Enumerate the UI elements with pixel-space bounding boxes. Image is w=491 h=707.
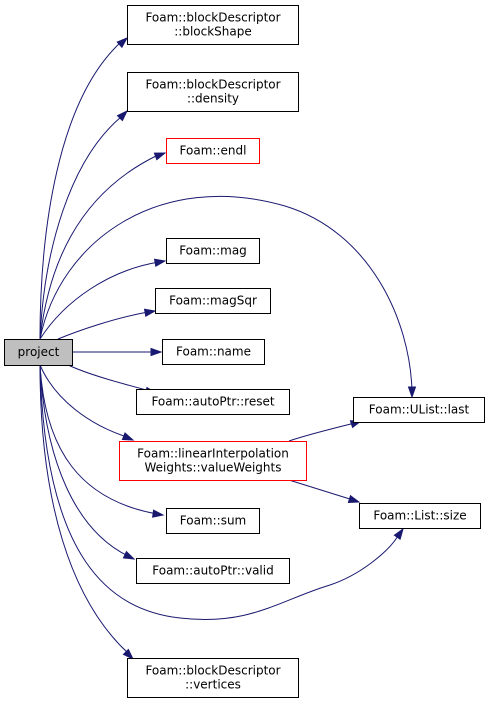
node-label: Foam::blockDescriptor xyxy=(145,78,280,92)
arrowhead-icon xyxy=(407,386,417,399)
arrowhead-icon xyxy=(347,494,361,503)
node-endl[interactable]: Foam::endl xyxy=(166,138,260,164)
edge-line xyxy=(39,364,129,557)
arrowhead-icon xyxy=(143,308,157,317)
node-box xyxy=(166,238,260,264)
node-box xyxy=(353,397,485,423)
arrowhead-icon xyxy=(122,648,135,661)
node-box xyxy=(127,5,299,45)
node-size[interactable]: Foam::List::size xyxy=(359,503,481,529)
edge-line xyxy=(39,364,399,620)
node-blockShape[interactable]: Foam::blockDescriptor::blockShape xyxy=(127,5,299,45)
arrowhead-icon xyxy=(122,550,136,560)
node-box xyxy=(136,389,290,415)
edge-line xyxy=(39,154,159,340)
node-mag[interactable]: Foam::mag xyxy=(166,238,260,264)
edge-project-to-density xyxy=(39,109,129,340)
arrowhead-icon xyxy=(153,152,167,161)
node-label: ::blockShape xyxy=(174,25,252,39)
node-label: Foam::autoPtr::reset xyxy=(151,395,274,409)
node-box xyxy=(166,508,260,534)
edge-project-to-blockShape xyxy=(39,36,129,340)
node-magSqr[interactable]: Foam::magSqr xyxy=(155,288,271,314)
edge-project-to-endl xyxy=(39,152,167,340)
edge-project-to-last xyxy=(39,196,417,399)
node-box xyxy=(166,138,260,164)
node-label: Foam::linearInterpolation xyxy=(137,447,289,461)
edge-project-to-magSqr xyxy=(57,308,157,340)
edge-project-to-size xyxy=(39,364,404,620)
nodes-layer: projectFoam::blockDescriptor::blockShape… xyxy=(4,5,485,698)
edge-line xyxy=(57,311,149,340)
edge-line xyxy=(39,364,130,655)
node-box xyxy=(162,339,265,365)
edge-line xyxy=(67,364,151,392)
node-vertices[interactable]: Foam::blockDescriptor::vertices xyxy=(127,658,299,698)
edge-line xyxy=(39,364,158,515)
edge-line xyxy=(39,116,122,340)
node-name[interactable]: Foam::name xyxy=(162,339,265,365)
arrowhead-icon xyxy=(116,109,129,122)
node-valueWeights[interactable]: Foam::linearInterpolationWeights::valueW… xyxy=(119,441,307,481)
arrowhead-icon xyxy=(393,527,404,541)
edge-project-to-mag xyxy=(39,258,167,340)
edge-line xyxy=(288,479,354,501)
node-label: Foam::blockDescriptor xyxy=(145,11,280,25)
node-label: ::vertices xyxy=(185,678,241,692)
edge-project-to-valid xyxy=(39,364,136,560)
edge-line xyxy=(39,41,122,340)
edge-project-to-name xyxy=(72,347,163,357)
node-box xyxy=(119,441,307,481)
edge-line xyxy=(39,364,128,438)
node-box xyxy=(359,503,481,529)
node-box xyxy=(155,288,271,314)
node-reset[interactable]: Foam::autoPtr::reset xyxy=(136,389,290,415)
arrowhead-icon xyxy=(152,509,165,518)
edge-valueWeights-to-last xyxy=(288,420,363,442)
edge-project-to-valueWeights xyxy=(39,364,135,441)
node-project[interactable]: project xyxy=(4,339,73,366)
node-box xyxy=(127,72,299,112)
node-box xyxy=(4,339,73,366)
node-label: Foam::mag xyxy=(179,244,247,258)
node-label: Weights::valueWeights xyxy=(145,461,282,475)
edge-line xyxy=(39,261,160,340)
node-label: project xyxy=(18,345,60,359)
node-label: Foam::sum xyxy=(180,514,247,528)
arrowhead-icon xyxy=(153,258,167,267)
node-label: Foam::endl xyxy=(180,144,247,158)
node-last[interactable]: Foam::UList::last xyxy=(353,397,485,423)
arrowhead-icon xyxy=(150,347,163,357)
arrowhead-icon xyxy=(116,36,129,49)
edge-valueWeights-to-size xyxy=(288,479,361,503)
node-density[interactable]: Foam::blockDescriptor::density xyxy=(127,72,299,112)
node-label: Foam::blockDescriptor xyxy=(145,664,280,678)
node-label: Foam::List::size xyxy=(373,509,466,523)
node-label: Foam::autoPtr::valid xyxy=(152,564,273,578)
node-box xyxy=(136,558,290,584)
node-label: ::density xyxy=(187,92,239,106)
node-valid[interactable]: Foam::autoPtr::valid xyxy=(136,558,290,584)
node-label: Foam::name xyxy=(176,345,251,359)
edge-line xyxy=(39,196,413,392)
node-label: Foam::UList::last xyxy=(369,403,470,417)
edge-project-to-sum xyxy=(39,364,165,518)
node-label: Foam::magSqr xyxy=(169,294,257,308)
edge-project-to-vertices xyxy=(39,364,135,661)
node-box xyxy=(127,658,299,698)
edge-line xyxy=(288,422,356,442)
node-sum[interactable]: Foam::sum xyxy=(166,508,260,534)
arrowhead-icon xyxy=(121,432,135,441)
